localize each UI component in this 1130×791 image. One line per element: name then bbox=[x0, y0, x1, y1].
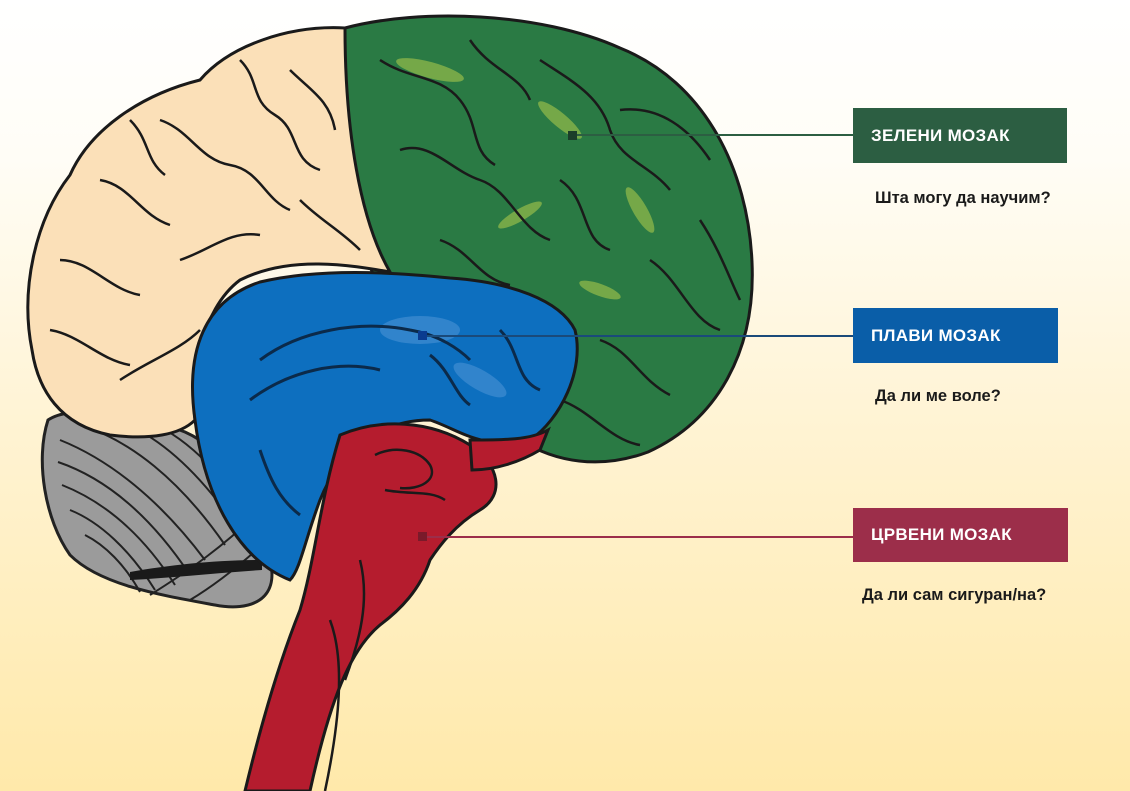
blue-brain-label: ПЛАВИ МОЗАК bbox=[853, 308, 1058, 363]
red-brain-label: ЦРВЕНИ МОЗАК bbox=[853, 508, 1068, 562]
blue-marker bbox=[418, 331, 427, 340]
blue-leader-line bbox=[427, 335, 853, 337]
red-marker bbox=[418, 532, 427, 541]
blue-brain-question: Да ли ме воле? bbox=[875, 387, 1001, 406]
green-brain-question: Шта могу да научим? bbox=[875, 189, 1051, 208]
red-leader-line bbox=[427, 536, 853, 538]
red-brain-question: Да ли сам сигуран/на? bbox=[862, 586, 1046, 605]
green-marker bbox=[568, 131, 577, 140]
green-brain-label: ЗЕЛЕНИ МОЗАК bbox=[853, 108, 1067, 163]
green-leader-line bbox=[577, 134, 853, 136]
